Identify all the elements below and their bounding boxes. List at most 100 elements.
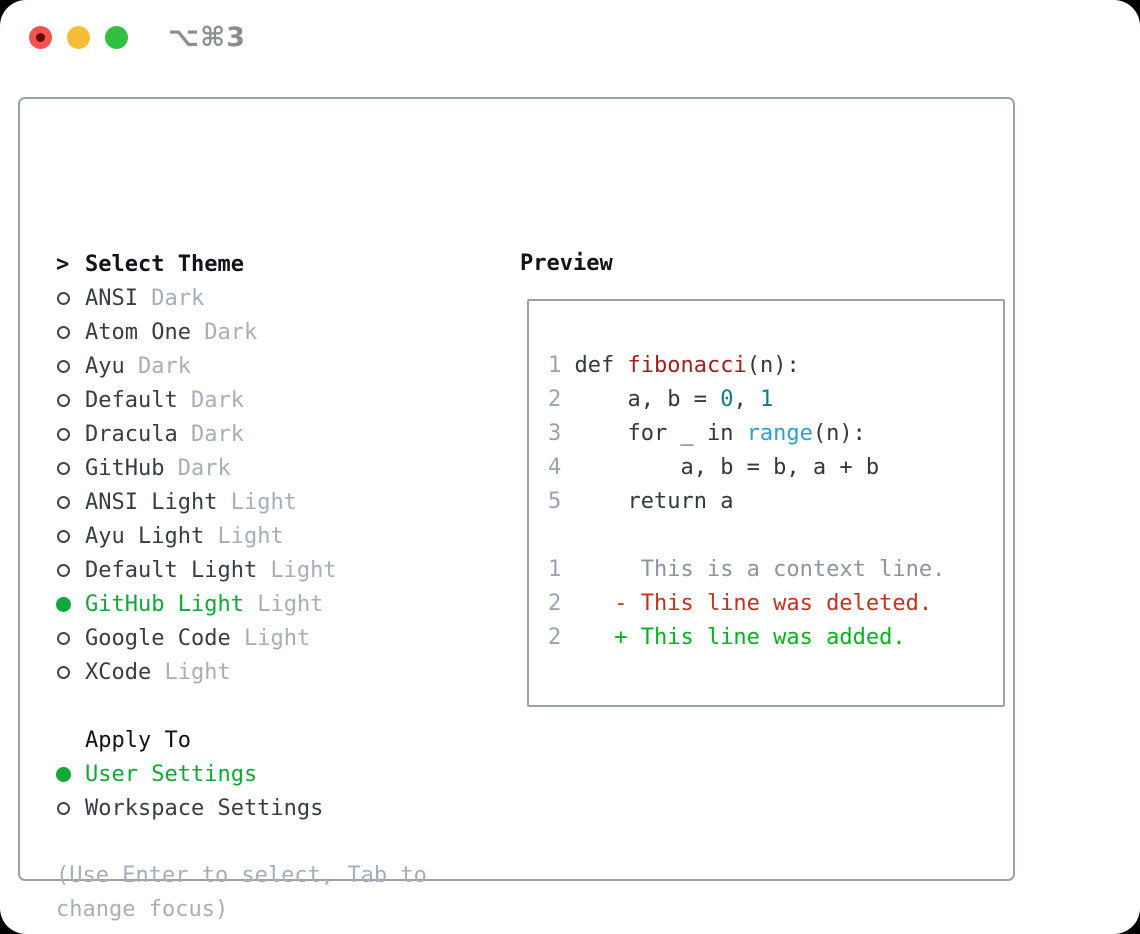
option-variant-label: Light xyxy=(270,557,337,583)
apply-to-title: Apply To xyxy=(85,727,191,753)
option-label: Ayu Light xyxy=(85,523,205,549)
zoom-button[interactable] xyxy=(105,26,128,49)
code-line: 2 a, b = 0, 1 xyxy=(548,383,1003,417)
option-label: ANSI Light xyxy=(85,489,218,515)
line-number: 1 xyxy=(548,557,562,582)
code-token: 0 xyxy=(720,387,734,412)
theme-option[interactable]: Atom One Dark xyxy=(56,315,337,349)
option-label: Ayu xyxy=(85,353,125,379)
theme-option[interactable]: Ayu Light Light xyxy=(56,519,337,553)
minimize-button[interactable] xyxy=(67,26,90,49)
radio-unselected-icon xyxy=(57,393,70,407)
preview-title: Preview xyxy=(520,251,613,276)
cursor-chevron-icon: > xyxy=(56,251,70,277)
line-number: 5 xyxy=(548,489,562,514)
theme-option[interactable]: XCode Light xyxy=(56,655,337,689)
diff-line: 2 + This line was added. xyxy=(548,621,1003,655)
option-label: GitHub xyxy=(85,455,165,481)
option-label: ANSI xyxy=(85,285,138,311)
option-variant-label: Light xyxy=(243,625,311,651)
option-variant-label: Dark xyxy=(204,319,258,345)
code-token: , xyxy=(733,387,760,412)
theme-list-header: > Select Theme xyxy=(56,247,337,281)
theme-option[interactable]: Default Dark xyxy=(56,383,337,417)
option-label: Default xyxy=(85,387,178,413)
theme-list-title: Select Theme xyxy=(85,251,244,277)
radio-unselected-icon xyxy=(57,325,70,339)
line-number: 3 xyxy=(548,421,562,446)
theme-option[interactable]: GitHub Light Light xyxy=(56,587,337,621)
radio-unselected-icon xyxy=(57,801,70,815)
code-token: for _ in xyxy=(561,421,747,446)
blank-line xyxy=(548,519,1003,553)
code-line: 1 def fibonacci(n): xyxy=(548,349,1003,383)
radio-unselected-icon xyxy=(57,563,70,577)
code-token: + This line was added. xyxy=(561,625,906,650)
option-label: Google Code xyxy=(85,625,231,651)
radio-unselected-icon xyxy=(57,291,70,305)
theme-option[interactable]: GitHub Dark xyxy=(56,451,337,485)
code-token: (n): xyxy=(746,353,800,378)
apply-to-header: Apply To xyxy=(56,723,323,757)
theme-option[interactable]: ANSI Dark xyxy=(56,281,337,315)
code-line: 3 for _ in range(n): xyxy=(548,417,1003,451)
code-line: 4 a, b = b, a + b xyxy=(548,451,1003,485)
title-bar: ⌥⌘3 xyxy=(0,0,1140,74)
option-label: Default Light xyxy=(85,557,258,583)
line-number: 2 xyxy=(548,591,562,616)
close-button[interactable] xyxy=(29,26,52,49)
line-number: 4 xyxy=(548,455,562,480)
option-variant-label: Dark xyxy=(190,387,244,413)
option-variant-label: Light xyxy=(257,591,324,617)
option-variant-label: Dark xyxy=(177,455,231,481)
theme-option[interactable]: Default Light Light xyxy=(56,553,337,587)
radio-unselected-icon xyxy=(57,495,70,509)
diff-line: 2 - This line was deleted. xyxy=(548,587,1003,621)
option-label: XCode xyxy=(85,659,152,685)
window-title: ⌥⌘3 xyxy=(168,22,246,53)
option-variant-label: Dark xyxy=(151,285,205,311)
option-variant-label: Dark xyxy=(138,353,191,379)
line-number: 1 xyxy=(548,353,562,378)
code-token: def xyxy=(561,353,628,378)
radio-unselected-icon xyxy=(57,461,70,475)
theme-option[interactable]: Ayu Dark xyxy=(56,349,337,383)
line-number: 2 xyxy=(548,387,562,412)
radio-selected-icon xyxy=(56,596,71,612)
code-token: fibonacci xyxy=(627,353,747,378)
option-variant-label: Light xyxy=(164,659,231,685)
theme-option[interactable]: Dracula Dark xyxy=(56,417,337,451)
code-token: a, b = xyxy=(561,387,721,412)
theme-option[interactable]: Google Code Light xyxy=(56,621,337,655)
radio-unselected-icon xyxy=(57,427,70,441)
line-number: 2 xyxy=(548,625,562,650)
radio-selected-icon xyxy=(56,766,71,782)
apply-to-option[interactable]: User Settings xyxy=(56,757,323,791)
theme-option[interactable]: ANSI Light Light xyxy=(56,485,337,519)
code-token: (n): xyxy=(812,421,866,446)
code-line: 5 return a xyxy=(548,485,1003,519)
apply-to-option[interactable]: Workspace Settings xyxy=(56,791,323,825)
keyboard-hint: (Use Enter to select, Tab to change focu… xyxy=(56,863,427,922)
radio-unselected-icon xyxy=(57,665,70,679)
option-label: Dracula xyxy=(85,421,178,447)
option-variant-label: Light xyxy=(230,489,297,515)
code-token: - This line was deleted. xyxy=(561,591,933,616)
code-token: return a xyxy=(561,489,734,514)
radio-unselected-icon xyxy=(57,359,70,373)
code-token: range xyxy=(746,421,813,446)
code-token: 1 xyxy=(759,387,774,412)
radio-unselected-icon xyxy=(57,631,70,645)
option-label: Workspace Settings xyxy=(85,795,324,821)
code-token: This is a context line. xyxy=(561,557,946,582)
option-variant-label: Dark xyxy=(190,421,244,447)
option-label: GitHub Light xyxy=(85,591,244,617)
option-label: User Settings xyxy=(85,761,258,787)
diff-line: 1 This is a context line. xyxy=(548,553,1003,587)
code-token: a, b = b, a + b xyxy=(561,455,880,480)
